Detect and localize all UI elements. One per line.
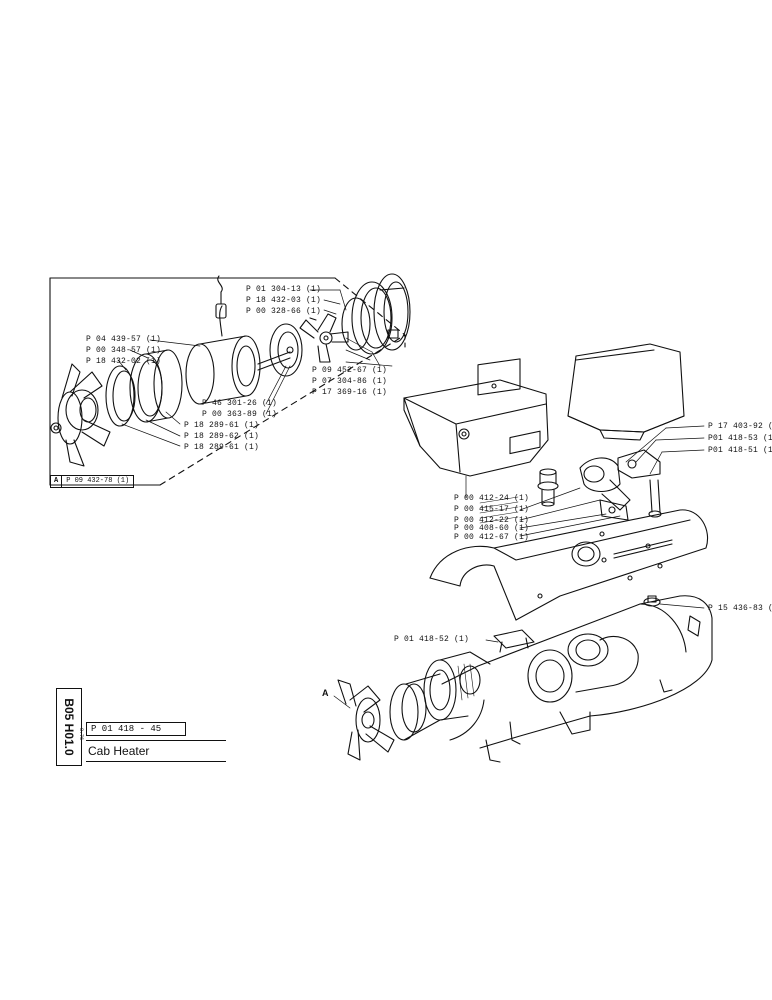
inset-frame: [49, 277, 406, 486]
detail-marker-a: A: [322, 688, 329, 698]
part-label-15: P 17 403-92 (1): [708, 422, 772, 431]
bracket-part: [617, 449, 662, 518]
leader-lines-main: [333, 425, 705, 709]
part-label-13: P 18 289-62 (1): [184, 432, 260, 441]
outer-shell: [429, 430, 708, 621]
part-label-7: P 09 452-67 (1): [312, 366, 388, 375]
cover-right: [567, 343, 685, 441]
part-label-4: P 04 439-57 (1): [86, 335, 162, 344]
part-label-12: P 18 289-61 (1): [184, 421, 260, 430]
sheet-code-box: B05 H01.0: [56, 688, 82, 766]
valve-part: [537, 468, 559, 507]
sheet-title: Cab Heater: [86, 740, 226, 762]
inset-housing: [341, 273, 411, 355]
part-label-21: P 00 408-60 (1): [454, 524, 530, 533]
part-label-22: P 00 412-67 (1): [454, 533, 530, 542]
blower-outlet: [579, 457, 631, 521]
part-label-8: P 07 304-86 (1): [312, 377, 388, 386]
part-label-19: P 00 415-17 (1): [454, 505, 530, 514]
leader-lines-inset: [117, 289, 393, 447]
part-label-5: P 00 348-57 (1): [86, 346, 162, 355]
heater-motor-fan: [337, 651, 501, 763]
inset-tag-letter: A: [51, 476, 63, 487]
part-label-2: P 18 432-03 (1): [246, 296, 322, 305]
part-label-9: P 17 369-16 (1): [312, 388, 388, 397]
part-label-20: P 00 412-22 (1): [454, 516, 530, 525]
sheet-code: B05 H01.0: [62, 698, 76, 756]
part-label-14: P 18 289-61 (1): [184, 443, 260, 452]
inset-impeller: [299, 313, 349, 363]
part-label-3: P 00 328-66 (1): [246, 307, 322, 316]
inset-motor: [185, 275, 291, 405]
part-label-17: P01 418-51 (1): [708, 446, 772, 455]
sheet-date: 8.76: [78, 728, 84, 741]
part-label-24: P 01 418-52 (1): [394, 635, 470, 644]
part-label-1: P 01 304-13 (1): [246, 285, 322, 294]
inset-tag-part: P 09 432-78 (1): [66, 477, 130, 485]
inset-fan: [50, 363, 111, 467]
cover-left: [403, 358, 549, 524]
part-label-11: P 00 363-89 (1): [202, 410, 278, 419]
inset-rings: [105, 349, 183, 427]
part-label-23: P 15 436-83 (1): [708, 604, 772, 613]
sheet-part-number: P 01 418 - 45: [86, 722, 186, 736]
inset-plate: [269, 323, 303, 377]
part-label-16: P01 418-53 (1): [708, 434, 772, 443]
part-label-10: P 46 301-26 (1): [202, 399, 278, 408]
part-label-6: P 18 432-02 (1): [86, 357, 162, 366]
heater-body: [441, 595, 713, 749]
clip-part: [493, 629, 535, 653]
part-label-18: P 00 412-24 (1): [454, 494, 530, 503]
